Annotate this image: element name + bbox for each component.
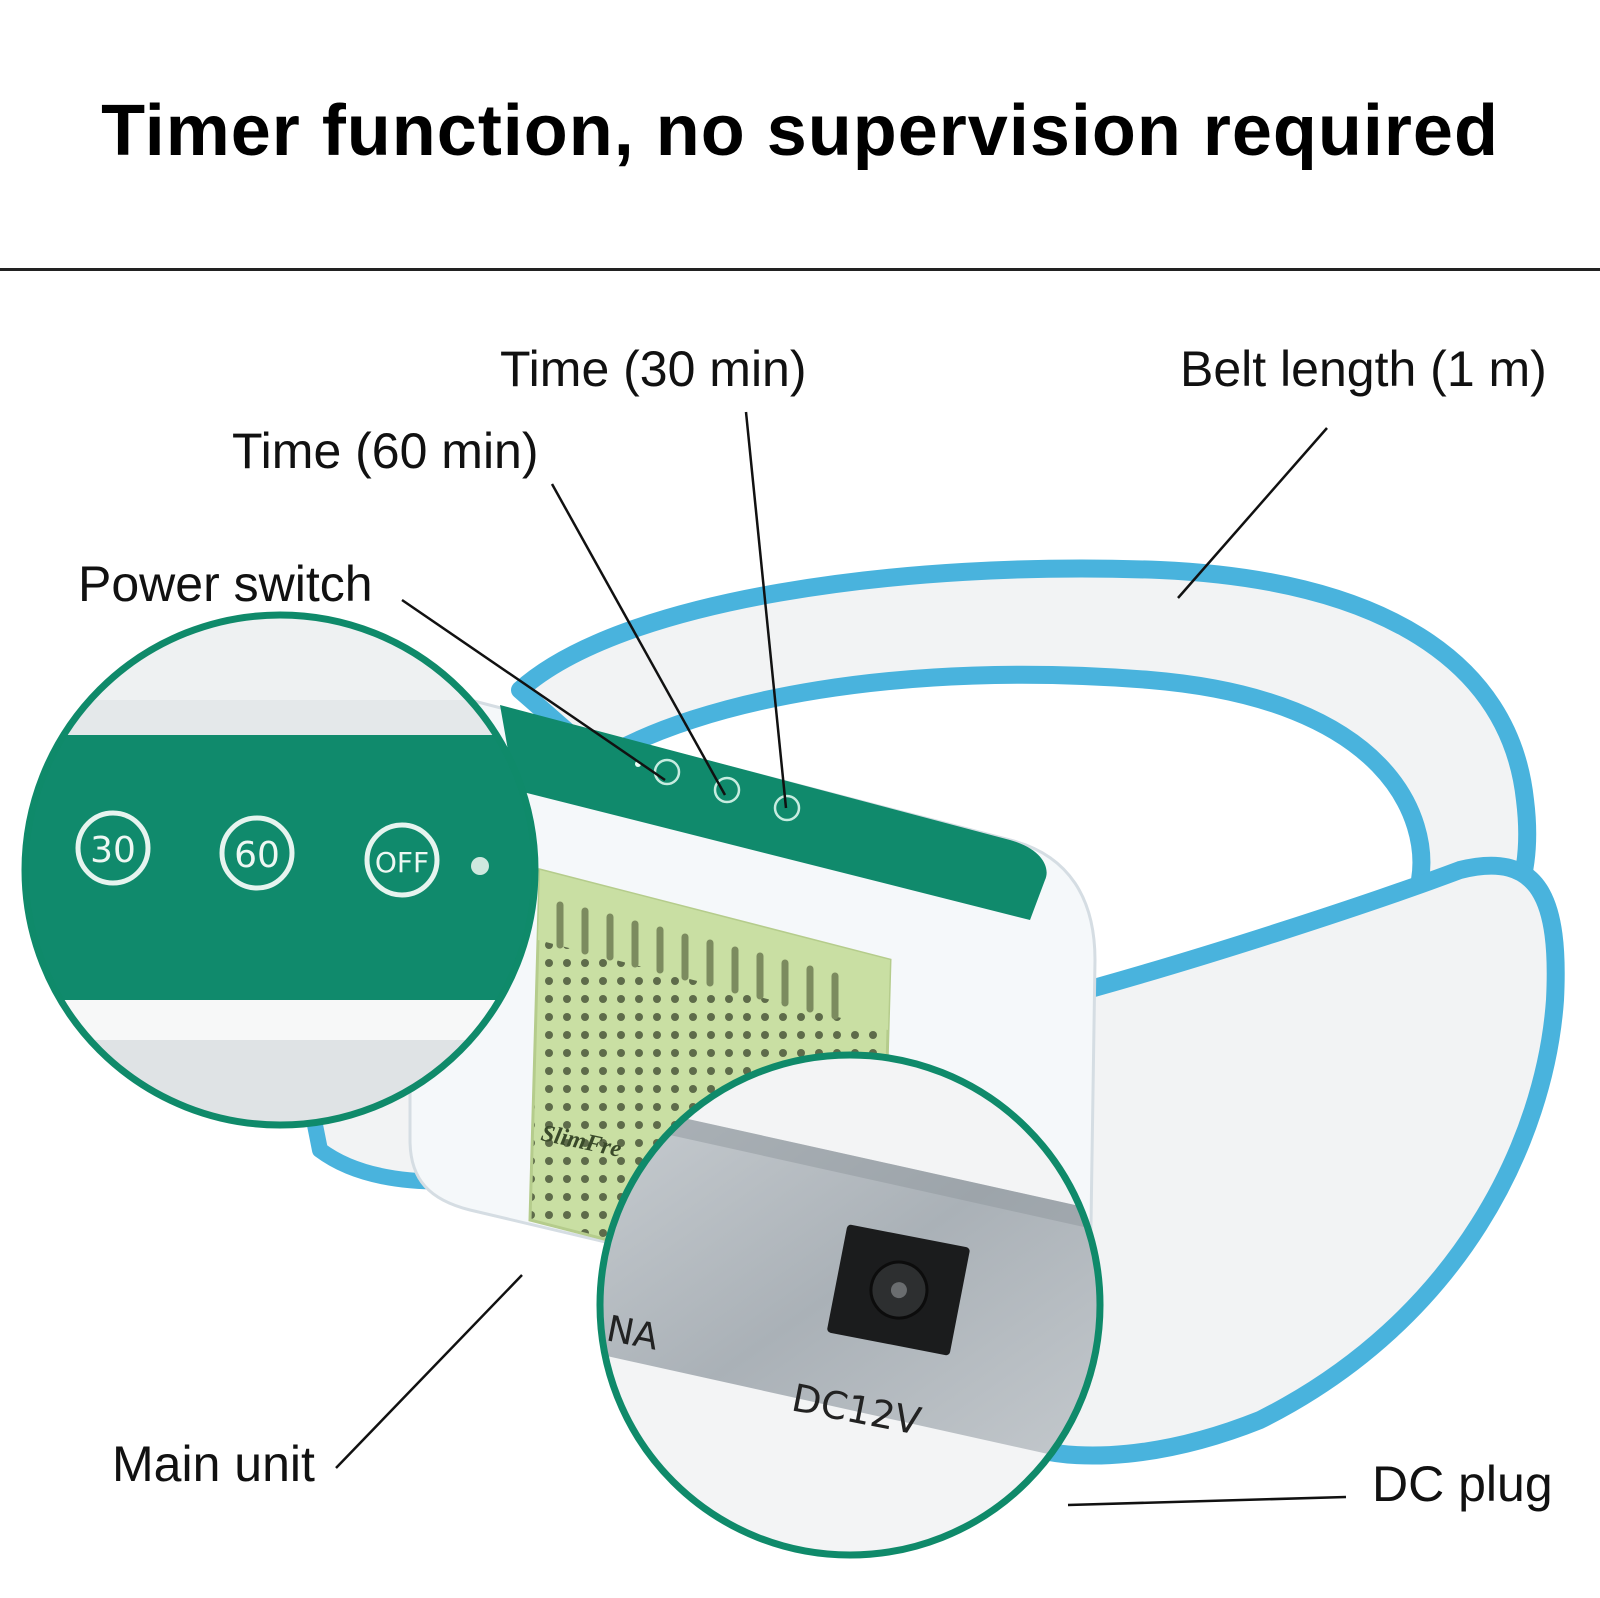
- zoom-button-off: OFF: [364, 822, 440, 898]
- zoom-button-30: 30: [75, 810, 151, 886]
- headline: Timer function, no supervision required: [101, 91, 1499, 171]
- divider-line: [0, 268, 1600, 271]
- leader-main-unit: [335, 1274, 523, 1469]
- label-dc-plug: DC plug: [1372, 1456, 1553, 1512]
- button-60-label: 60: [234, 835, 280, 876]
- label-power-switch: Power switch: [78, 556, 373, 612]
- side-text: NA: [603, 1309, 662, 1359]
- zoom-control-panel: 30 60 OFF: [21, 611, 539, 1129]
- leader-lines: [335, 411, 1347, 1507]
- leader-dc-plug: [1067, 1495, 1347, 1507]
- label-time-30: Time (30 min): [500, 341, 807, 397]
- label-main-unit: Main unit: [112, 1436, 315, 1492]
- zoom-button-60: 60: [219, 815, 295, 891]
- label-time-60: Time (60 min): [232, 423, 539, 479]
- leader-time-30: [744, 411, 788, 809]
- leader-power-switch: [401, 598, 666, 782]
- label-belt-length: Belt length (1 m): [1180, 341, 1547, 397]
- zoom-dc-port: DC12V NA: [596, 1051, 1104, 1559]
- leader-belt-length: [1177, 427, 1328, 599]
- leader-time-60: [550, 483, 727, 796]
- button-off-label: OFF: [375, 846, 429, 879]
- indicator-led: [471, 857, 489, 875]
- dc-socket: [827, 1224, 970, 1356]
- button-30-label: 30: [90, 830, 136, 871]
